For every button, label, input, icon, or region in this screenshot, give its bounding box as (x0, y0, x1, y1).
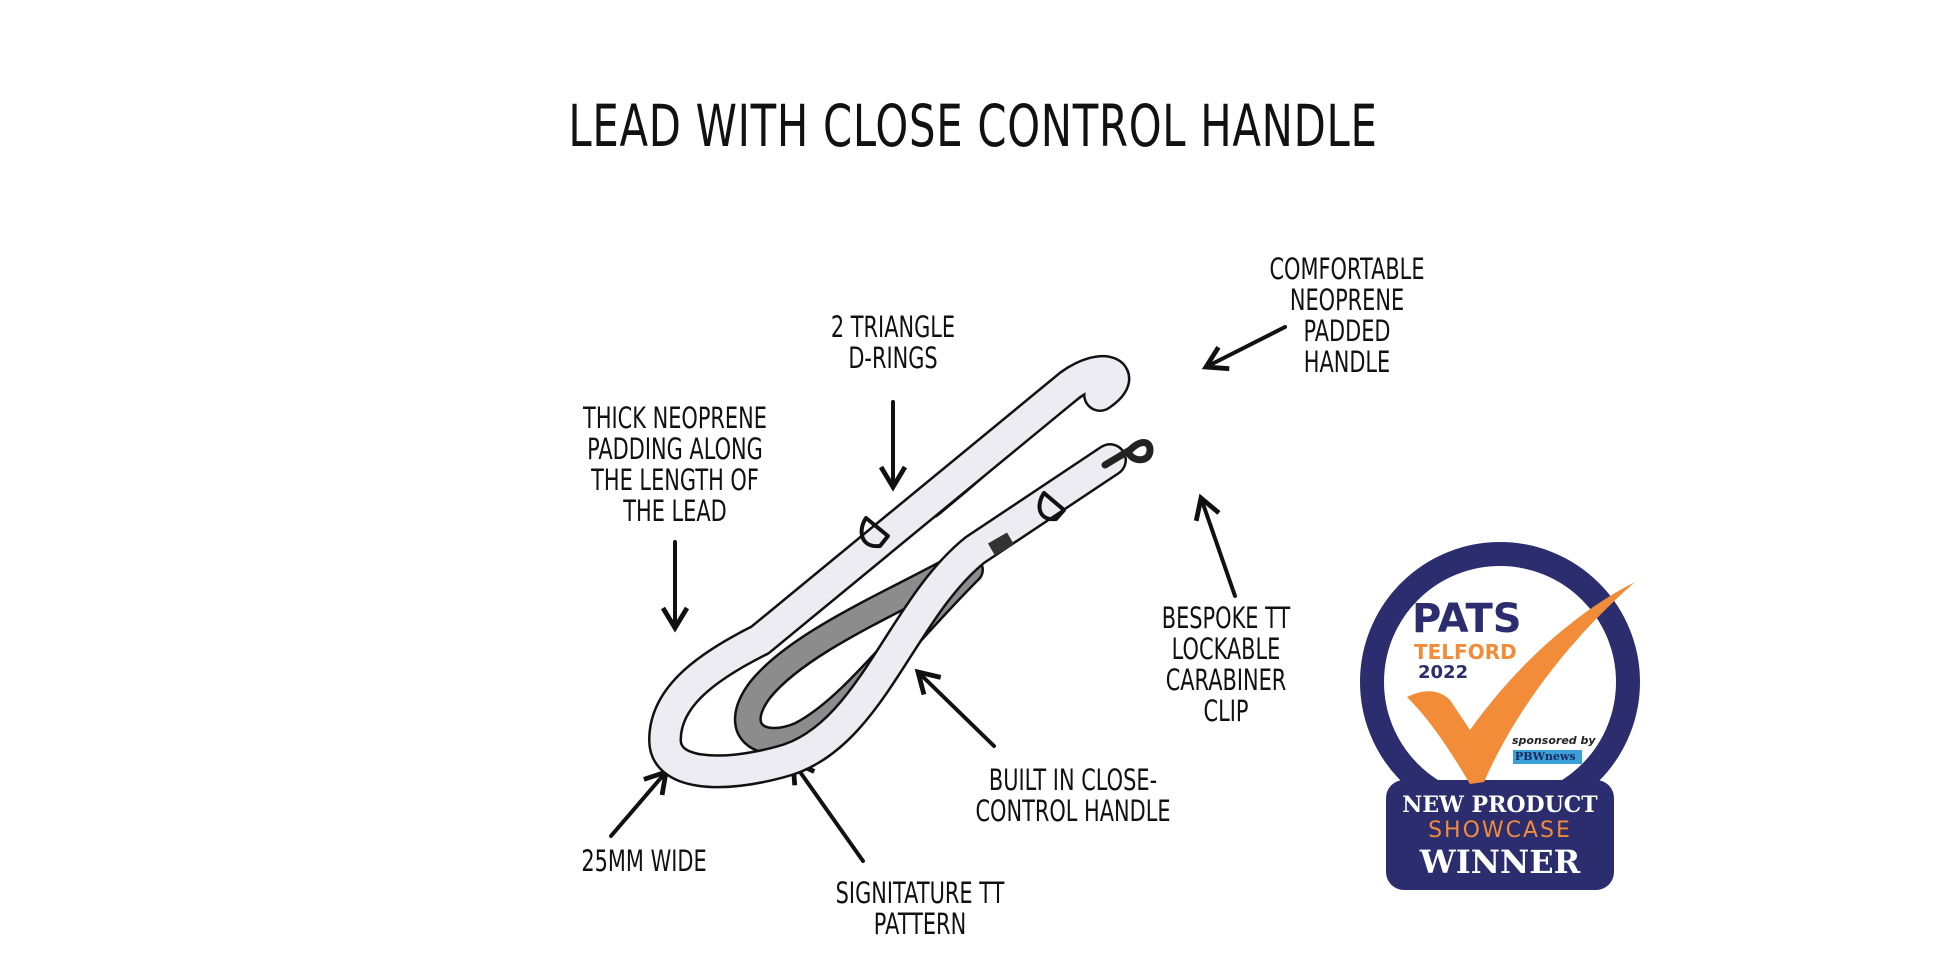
label-carabiner-clip: BESPOKE TT LOCKABLE CARABINER CLIP (1162, 603, 1290, 727)
label-line: 2 TRIANGLE (830, 310, 956, 344)
badge-sponsored-by: sponsored by (1512, 734, 1596, 747)
label-line: HANDLE (1303, 345, 1391, 379)
label-line: PADDING ALONG (587, 432, 763, 466)
label-line: PADDED (1303, 314, 1391, 348)
badge-line1: NEW PRODUCT (1402, 792, 1598, 818)
badge-event: PATS (1412, 596, 1522, 642)
label-padded-handle: COMFORTABLE NEOPRENE PADDED HANDLE (1269, 254, 1424, 378)
diagram-title: LEAD WITH CLOSE CONTROL HANDLE (568, 92, 1378, 160)
award-badge (1360, 542, 1640, 890)
label-line: NEOPRENE (1289, 283, 1405, 317)
badge-line2: SHOWCASE (1428, 818, 1572, 843)
label-line: BESPOKE TT (1161, 601, 1291, 635)
leash (648, 354, 1154, 789)
checkmark-icon (1407, 582, 1635, 784)
label-line: 25MM WIDE (581, 844, 707, 878)
sponsor-logo (1513, 750, 1582, 764)
arrow-close-control (914, 668, 996, 748)
label-d-rings: 2 TRIANGLE D-RINGS (831, 312, 955, 374)
label-close-control: BUILT IN CLOSE- CONTROL HANDLE (975, 765, 1170, 827)
label-line: BUILT IN CLOSE- (988, 763, 1158, 797)
d-ring-icon (859, 516, 890, 549)
label-line: THE LENGTH OF (591, 463, 759, 497)
label-line: CONTROL HANDLE (975, 794, 1171, 828)
tt-patch (987, 532, 1015, 556)
arrow-clip (1193, 493, 1237, 598)
label-line: LOCKABLE (1171, 632, 1281, 666)
badge-location: TELFORD (1414, 640, 1517, 664)
badge-year: 2022 (1418, 662, 1469, 683)
label-line: SIGNITATURE TT (835, 876, 1005, 910)
label-line: D-RINGS (848, 341, 938, 375)
label-line: THICK NEOPRENE (583, 401, 767, 435)
label-width: 25MM WIDE (581, 846, 706, 877)
label-line: CARABINER (1165, 663, 1287, 697)
d-ring-icon (1037, 491, 1066, 522)
arrow-handle (1201, 325, 1287, 372)
label-line: THE LEAD (623, 494, 727, 528)
label-line: COMFORTABLE (1269, 252, 1425, 286)
arrow-pattern (790, 758, 865, 863)
carabiner-icon (1101, 439, 1154, 469)
label-neoprene-padding: THICK NEOPRENE PADDING ALONG THE LENGTH … (583, 403, 767, 527)
label-pattern: SIGNITATURE TT PATTERN (836, 878, 1005, 940)
label-line: PATTERN (873, 907, 967, 941)
arrow-width (609, 768, 670, 838)
badge-line3: WINNER (1419, 843, 1581, 881)
label-line: CLIP (1203, 694, 1249, 728)
badge-sponsor: PBWnews (1515, 750, 1576, 763)
